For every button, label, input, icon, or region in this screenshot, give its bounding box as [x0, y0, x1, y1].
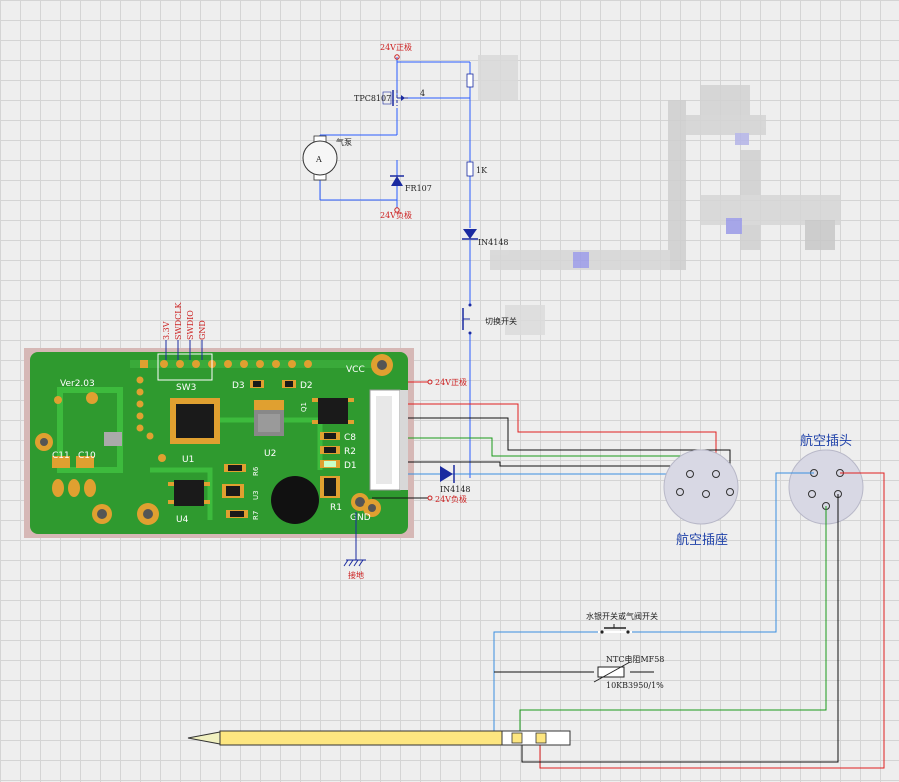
pcb-version-label: Ver2.03: [60, 379, 95, 389]
r1-label: R1: [330, 503, 342, 513]
c10-label: C10: [78, 451, 96, 461]
ntc-thermistor-icon: [593, 661, 631, 683]
c8-label: C8: [344, 433, 356, 443]
q1-label: Q1: [300, 402, 308, 412]
pos24-top-terminal: [394, 54, 400, 60]
component-d3-d2: [250, 380, 296, 388]
diode-bottom-label: IN4148: [440, 485, 471, 494]
plug-label: 航空插头: [800, 433, 852, 449]
mosfet-tpc8107: [382, 90, 408, 106]
plug-to-iron-wires: [493, 472, 885, 769]
ntc-spec-label: 10KB3950/1%: [606, 681, 664, 690]
vcc-label: VCC: [346, 365, 365, 375]
fr107-label: FR107: [405, 184, 432, 193]
socket-label: 航空插座: [676, 532, 728, 548]
resistor-top-icon: [466, 73, 474, 88]
smd-r6-u3-r7: [222, 464, 248, 518]
pcb-header-pads: [136, 360, 312, 462]
buzzer: [271, 476, 319, 524]
diode-top-label: IN4148: [478, 238, 509, 247]
pcb-mount-holes: [35, 354, 393, 525]
sw3-label: SW3: [176, 383, 196, 393]
pin-swdio-label: SWDIO: [186, 310, 195, 340]
neg24-pcb-terminal: [427, 495, 433, 501]
earth-label: 接地: [348, 570, 364, 580]
pos24-pcb-label: 24V正极: [435, 377, 467, 387]
earth-ground-symbol: [343, 512, 366, 567]
gnd-pcb-label: GND: [350, 513, 371, 523]
neg24-top-terminal: [394, 207, 400, 213]
d2-label: D2: [300, 381, 313, 391]
chip-u4: [168, 480, 210, 506]
resistor-1k-icon: [466, 161, 474, 177]
switch-icon: [462, 303, 472, 335]
u3-label: U3: [252, 490, 260, 500]
d1-label: D1: [344, 461, 357, 471]
soldering-iron: [187, 730, 571, 746]
u4-label: U4: [176, 515, 189, 525]
reed-switch-label: 水银开关或气阀开关: [586, 611, 658, 621]
d3-label: D3: [232, 381, 245, 391]
chip-q1: [312, 398, 354, 424]
power-stage: [319, 57, 471, 478]
ntc-title-label: NTC电阻MF58: [606, 654, 664, 664]
neg24-top-label: 24V负极: [380, 210, 412, 220]
u1-label: U1: [182, 455, 194, 465]
motor-letter: A: [315, 155, 322, 164]
mosfet-label: TPC8107: [354, 94, 391, 103]
diode-in4148-top: [462, 229, 478, 240]
diode-fr107: [390, 175, 404, 186]
u2-label: U2: [264, 449, 276, 459]
caps-c11-c10: [52, 432, 122, 497]
pin-swdclk-label: SWDCLK: [174, 301, 183, 340]
regulator-u2: [254, 400, 284, 436]
pump-motor-icon: [302, 135, 338, 181]
pump-label: 气泵: [336, 137, 352, 147]
pin-gnd-label: GND: [198, 320, 207, 340]
r6-label: R6: [252, 466, 260, 476]
mcu-chip: [170, 398, 220, 444]
aviation-socket: [663, 449, 739, 525]
blurred-region: [478, 55, 840, 335]
switch-label: 切换开关: [485, 316, 517, 326]
swd-header: [157, 340, 213, 381]
mosfet-pin-label: 4: [420, 89, 425, 98]
r2-label: R2: [344, 447, 356, 457]
smd-c8-r2-d1: [320, 432, 340, 498]
c11-label: C11: [52, 451, 70, 461]
resistor-1k-label: 1K: [476, 166, 488, 175]
pcb-connector: [369, 389, 408, 491]
pin-33v-label: 3.3V: [162, 321, 171, 340]
r7-label: R7: [252, 511, 260, 520]
diode-in4148-bottom: [440, 465, 455, 483]
pos24-pcb-terminal: [427, 379, 433, 385]
reed-switch-icon: [598, 624, 632, 634]
pos24-top-label: 24V正极: [380, 42, 412, 52]
neg24-pcb-label: 24V负极: [435, 494, 467, 504]
